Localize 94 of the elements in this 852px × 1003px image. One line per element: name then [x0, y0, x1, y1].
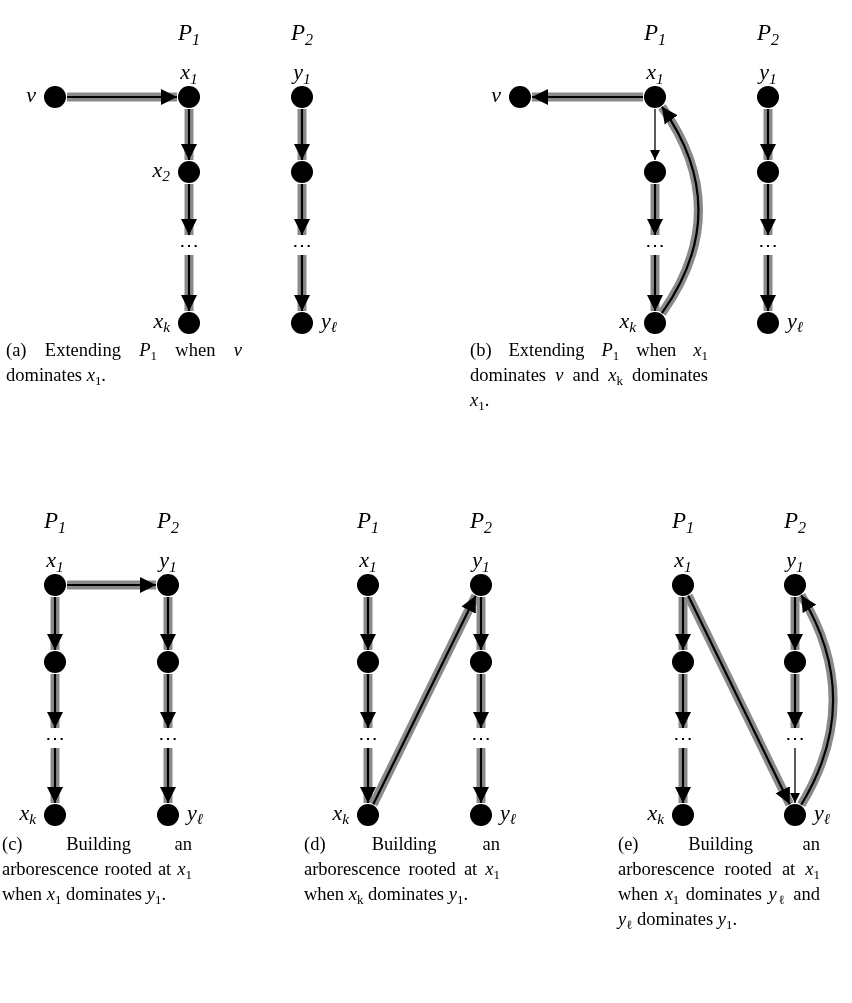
caption: (c) Building an arborescence rooted at x$_{1}$ when x$_{1}$ dominates y$_{1}$.: [2, 833, 192, 907]
vertex-dot: [470, 651, 492, 673]
vertex-label: x$_{k}$: [647, 800, 664, 825]
highlighted-arrow: [647, 255, 663, 311]
highlighted-arrow: [532, 89, 643, 105]
path-label: P$_{2}$: [290, 20, 314, 46]
caption: (d) Building an arborescence rooted at x$_{1}$ when x$_{k}$ dominates y$_{1}$.: [304, 833, 500, 907]
highlighted-arrow: [787, 674, 803, 728]
ellipsis: ⋯: [355, 731, 381, 745]
highlighted-arrow: [181, 184, 197, 235]
path-label: P$_{2}$: [156, 508, 180, 534]
highlighted-arrow: [760, 255, 776, 311]
highlighted-arrow: [160, 674, 176, 728]
highlighted-arrow: [47, 674, 63, 728]
vertex-label: x$_{1}$: [180, 60, 198, 84]
vertex-label: x$_{k}$: [153, 308, 170, 333]
highlighted-arrow: [369, 593, 480, 807]
ellipsis: ⋯: [642, 238, 668, 252]
highlighted-arrow: [647, 184, 663, 235]
arrow: [790, 747, 800, 804]
vertex-dot: [357, 651, 379, 673]
ellipsis: ⋯: [782, 731, 808, 745]
highlighted-arrow: [67, 577, 156, 593]
vertex-dot: [757, 161, 779, 183]
caption: (a) Extending P$_{1}$ when v dominates x$_{1}$.: [6, 339, 242, 388]
path-label: P$_{1}$: [177, 20, 201, 46]
ellipsis: ⋯: [42, 731, 68, 745]
highlighted-arrow: [160, 597, 176, 650]
vertex-label: x$_{k}$: [19, 800, 36, 825]
vertex-label: y$_{1}$: [472, 548, 490, 572]
highlighted-arrow: [658, 104, 703, 316]
vertex-label: x$_{k}$: [332, 800, 349, 825]
path-label: P$_{1}$: [43, 508, 67, 534]
highlighted-arrow: [294, 184, 310, 235]
highlighted-arrow: [47, 597, 63, 650]
caption: (e) Building an arborescence rooted at x$_{1}$ when x$_{1}$ dominates y$_{ℓ}$ and y$_{ℓ}$ dominates y$_{1}$.: [618, 833, 820, 932]
vertex-label: x$_{1}$: [359, 548, 377, 572]
vertex-label: y$_{1}$: [759, 60, 777, 84]
path-label: P$_{1}$: [643, 20, 667, 46]
vertex-dot: [644, 161, 666, 183]
highlighted-arrow: [294, 109, 310, 160]
highlighted-arrow: [787, 597, 803, 650]
highlighted-arrow: [473, 674, 489, 728]
vertex-label: x$_{2}$: [152, 157, 170, 182]
ellipsis: ⋯: [468, 731, 494, 745]
highlighted-arrow: [797, 593, 838, 807]
vertex-label: y$_{ℓ}$: [814, 800, 831, 825]
ellipsis: ⋯: [176, 238, 202, 252]
highlighted-arrow: [473, 748, 489, 803]
highlighted-arrow: [181, 255, 197, 311]
highlighted-arrow: [67, 89, 177, 105]
vertex-label: y$_{ℓ}$: [500, 800, 517, 825]
highlighted-arrow: [675, 748, 691, 803]
vertex-label: y$_{ℓ}$: [787, 308, 804, 333]
ellipsis: ⋯: [670, 731, 696, 745]
path-label: P$_{2}$: [756, 20, 780, 46]
highlighted-arrow: [675, 674, 691, 728]
highlighted-arrow: [684, 593, 794, 807]
arrow: [650, 108, 660, 161]
vertex-dot: [44, 651, 66, 673]
vertex-dot: [672, 651, 694, 673]
vertex-label: y$_{ℓ}$: [321, 308, 338, 333]
highlighted-arrow: [760, 109, 776, 160]
ellipsis: ⋯: [289, 238, 315, 252]
highlighted-arrow: [360, 748, 376, 803]
vertex-label: x$_{1}$: [46, 548, 64, 572]
vertex-dot: [291, 161, 313, 183]
vertex-label: v: [491, 82, 501, 107]
highlighted-arrow: [47, 748, 63, 803]
vertex-label: v: [26, 82, 36, 107]
path-label: P$_{1}$: [356, 508, 380, 534]
highlighted-arrow: [675, 597, 691, 650]
path-label: P$_{2}$: [783, 508, 807, 534]
highlighted-arrow: [160, 748, 176, 803]
caption: (b) Extending P$_{1}$ when x$_{1}$ dominates v and x$_{k}$ dominates x$_{1}$.: [470, 339, 708, 413]
ellipsis: ⋯: [755, 238, 781, 252]
vertex-label: y$_{1}$: [293, 60, 311, 84]
highlighted-arrow: [473, 597, 489, 650]
vertex-label: y$_{1}$: [159, 548, 177, 572]
highlighted-arrow: [760, 184, 776, 235]
highlighted-arrow: [181, 109, 197, 160]
path-label: P$_{1}$: [671, 508, 695, 534]
vertex-dot: [784, 651, 806, 673]
highlighted-arrow: [360, 597, 376, 650]
vertex-label: y$_{ℓ}$: [187, 800, 204, 825]
vertex-label: x$_{1}$: [674, 548, 692, 572]
vertex-label: x$_{k}$: [619, 308, 636, 333]
path-label: P$_{2}$: [469, 508, 493, 534]
vertex-label: y$_{1}$: [786, 548, 804, 572]
vertex-dot: [157, 651, 179, 673]
highlighted-arrow: [294, 255, 310, 311]
highlighted-arrow: [360, 674, 376, 728]
vertex-label: x$_{1}$: [646, 60, 664, 84]
ellipsis: ⋯: [155, 731, 181, 745]
